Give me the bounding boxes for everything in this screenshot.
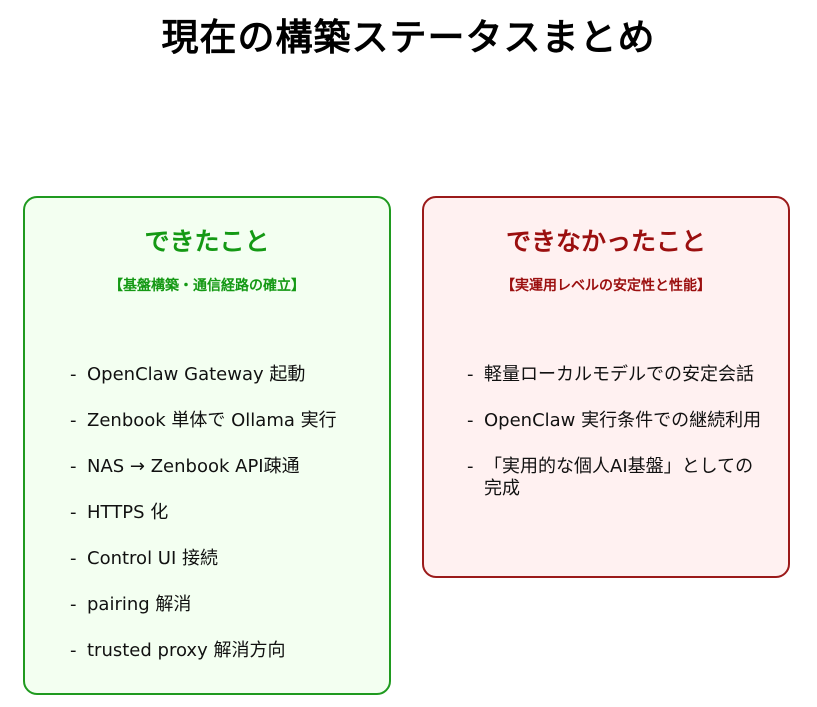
not-done-item-text: 「実用的な個人AI基盤」としての完成 <box>484 456 754 499</box>
not-done-panel: できなかったこと 【実運用レベルの安定性と性能】 -軽量ローカルモデルでの安定会… <box>422 196 790 578</box>
done-item-control-ui: -Control UI 接続 <box>70 548 375 570</box>
page-title: 現在の構築ステータスまとめ <box>161 16 656 59</box>
done-heading: できたこと <box>144 227 270 256</box>
bullet-dash: - <box>70 364 77 385</box>
not-done-list: -軽量ローカルモデルでの安定会話 -OpenClaw 実行条件での継続利用 -「… <box>467 364 767 524</box>
bullet-dash: - <box>70 548 77 569</box>
not-done-item-text: OpenClaw 実行条件での継続利用 <box>484 410 762 431</box>
done-item-nas-api: -NAS → Zenbook API疎通 <box>70 456 375 478</box>
done-item-text: OpenClaw Gateway 起動 <box>87 364 306 385</box>
not-done-item-continuous-use: -OpenClaw 実行条件での継続利用 <box>467 410 767 432</box>
bullet-dash: - <box>70 456 77 477</box>
done-item-gateway: -OpenClaw Gateway 起動 <box>70 364 375 386</box>
done-panel: できたこと 【基盤構築・通信経路の確立】 -OpenClaw Gateway 起… <box>23 196 391 695</box>
bullet-dash: - <box>70 410 77 431</box>
done-item-text: trusted proxy 解消方向 <box>87 640 286 661</box>
done-item-text: Control UI 接続 <box>87 548 218 569</box>
not-done-item-ai-platform: -「実用的な個人AI基盤」としての完成 <box>467 456 767 500</box>
bullet-dash: - <box>467 410 474 431</box>
not-done-item-stable-chat: -軽量ローカルモデルでの安定会話 <box>467 364 767 386</box>
done-item-text: Zenbook 単体で Ollama 実行 <box>87 410 337 431</box>
done-item-text: HTTPS 化 <box>87 502 169 523</box>
bullet-dash: - <box>70 640 77 661</box>
done-item-https: -HTTPS 化 <box>70 502 375 524</box>
done-item-trusted-proxy: -trusted proxy 解消方向 <box>70 640 375 662</box>
done-item-pairing: -pairing 解消 <box>70 594 375 616</box>
done-item-text: pairing 解消 <box>87 594 192 615</box>
bullet-dash: - <box>70 502 77 523</box>
not-done-subheading: 【実運用レベルの安定性と性能】 <box>501 278 711 294</box>
bullet-dash: - <box>467 364 474 385</box>
done-item-text: NAS → Zenbook API疎通 <box>87 456 300 477</box>
bullet-dash: - <box>467 456 474 477</box>
not-done-item-text: 軽量ローカルモデルでの安定会話 <box>484 364 754 385</box>
bullet-dash: - <box>70 594 77 615</box>
not-done-heading: できなかったこと <box>505 227 706 256</box>
done-item-ollama: -Zenbook 単体で Ollama 実行 <box>70 410 375 432</box>
done-subheading: 【基盤構築・通信経路の確立】 <box>109 278 305 294</box>
done-list: -OpenClaw Gateway 起動 -Zenbook 単体で Ollama… <box>70 364 375 686</box>
